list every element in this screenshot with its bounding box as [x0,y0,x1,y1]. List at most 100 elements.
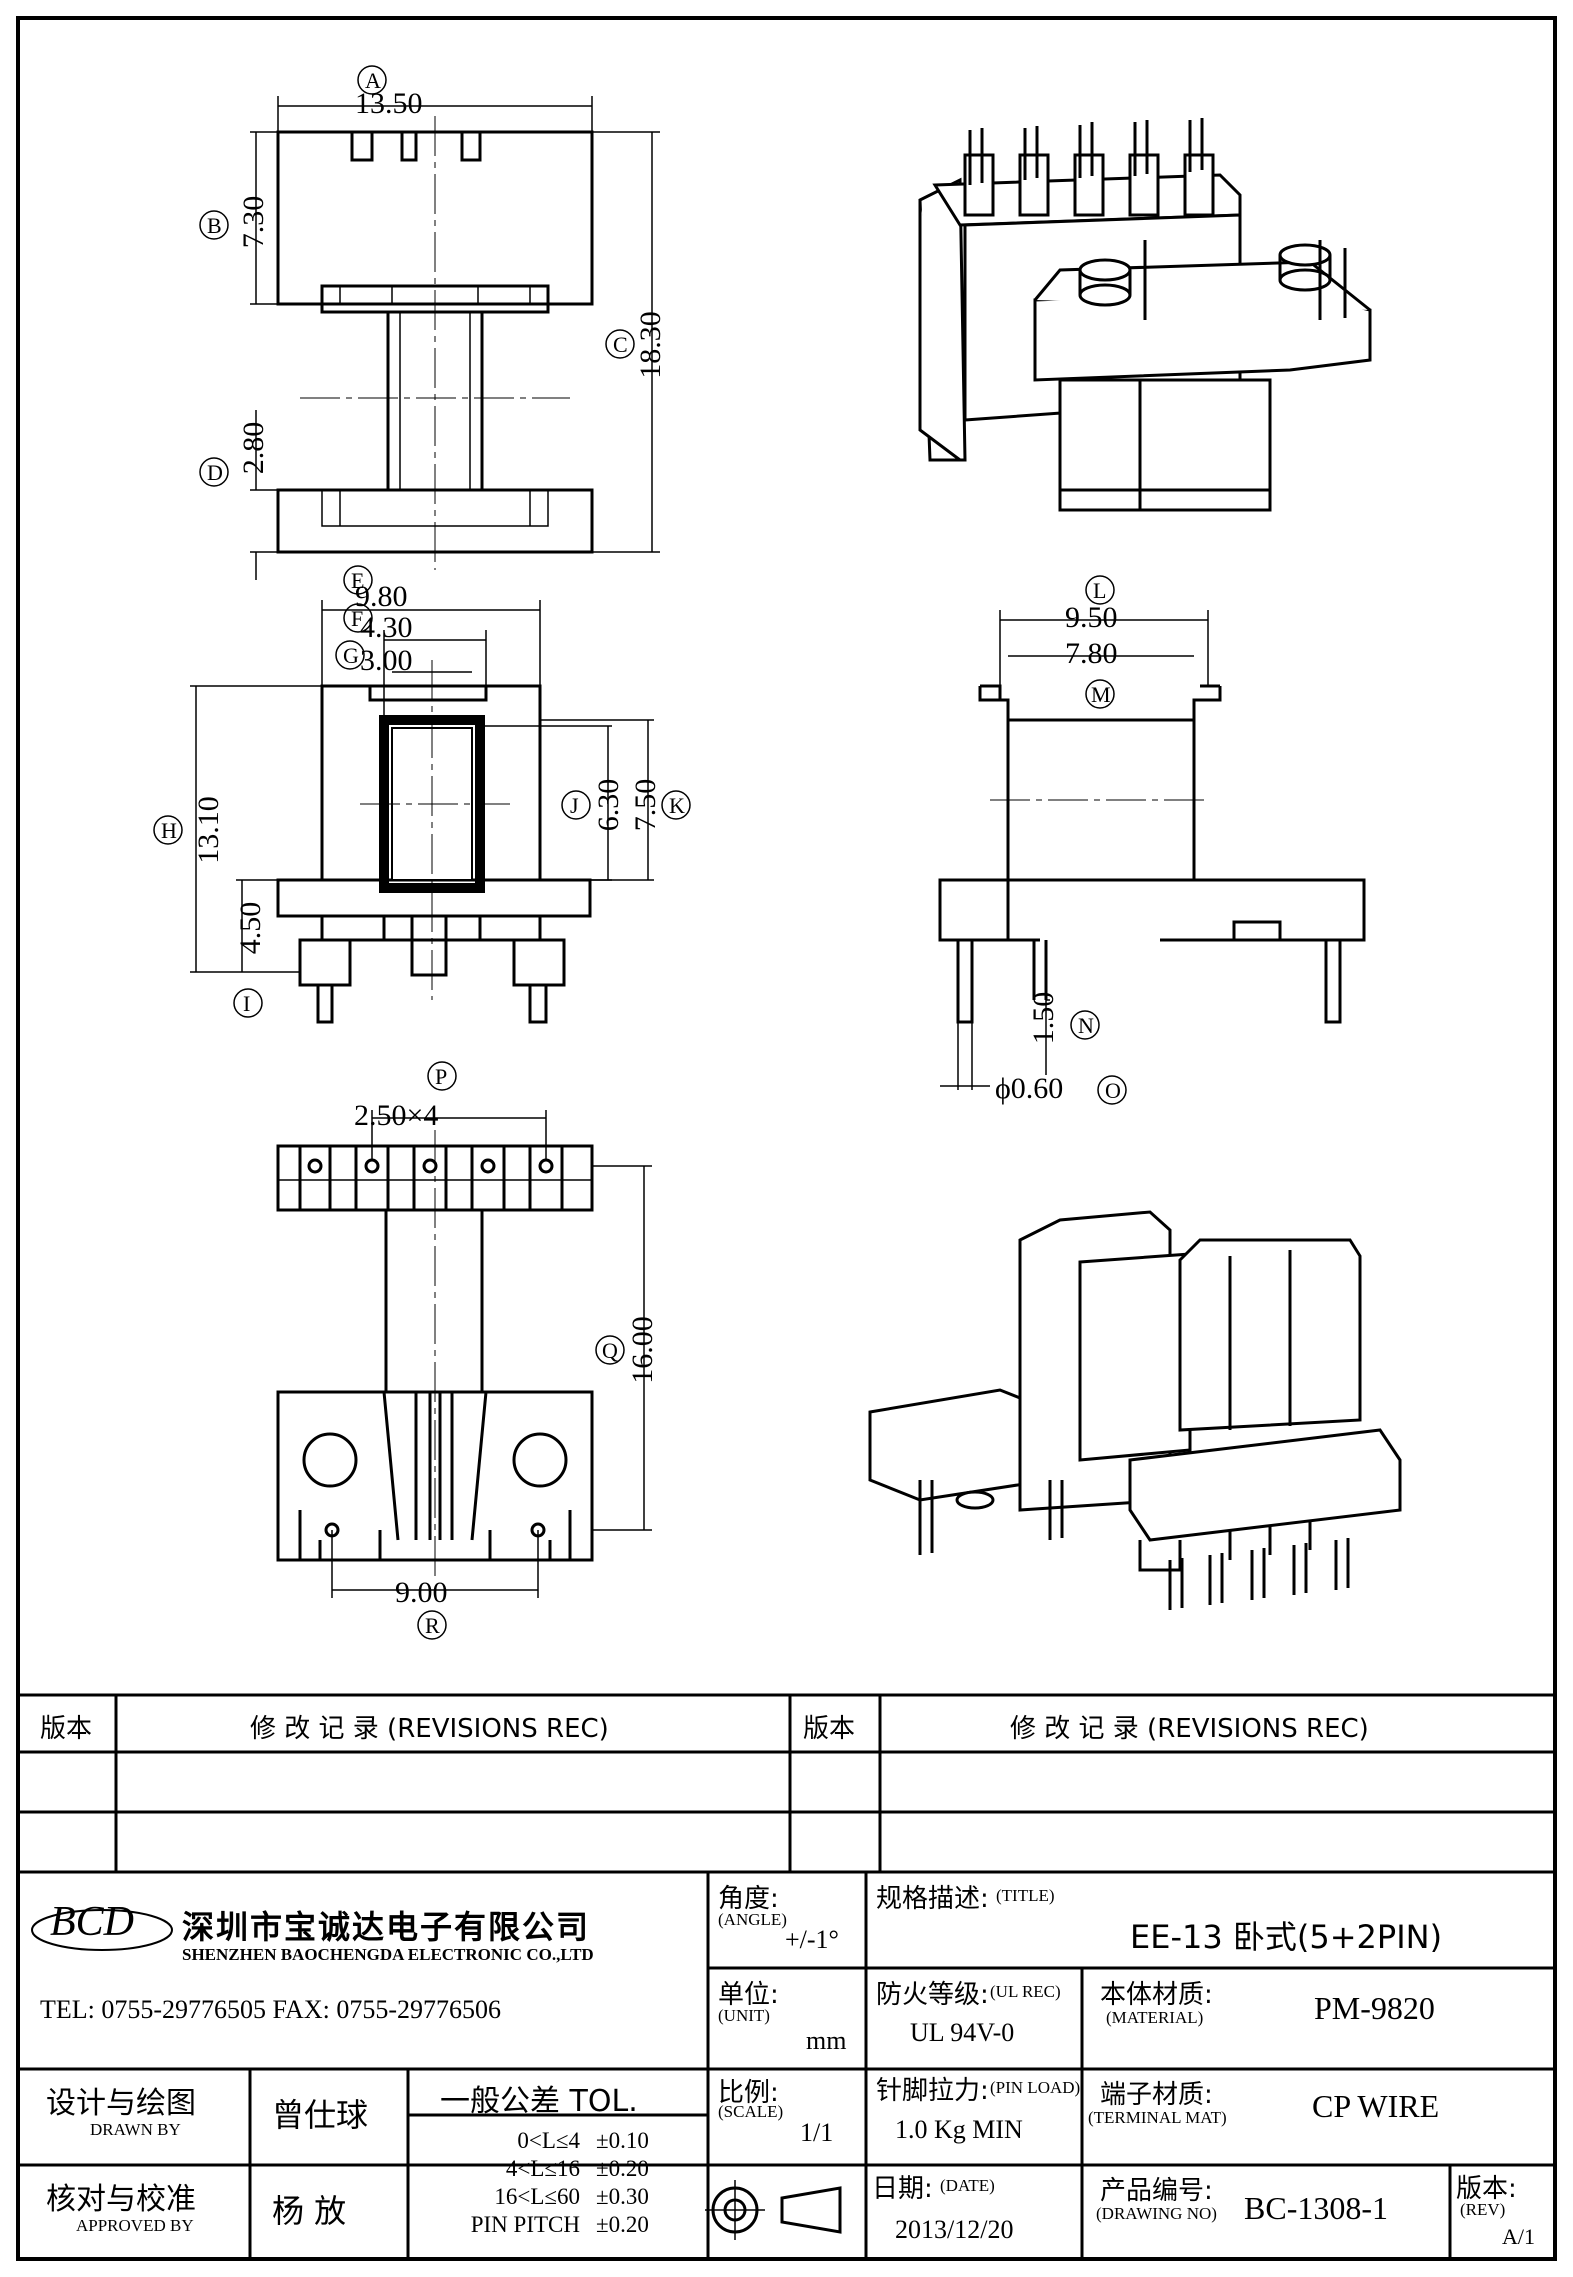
angle-value: +/-1° [785,1925,839,1954]
date-label-en: (DATE) [940,2176,995,2195]
dim-c: 18.30 [634,311,667,379]
title-value: EE-13 卧式(5+2PIN) [1130,1918,1443,1956]
front-view: 9.80 4.30 3.00 13.10 4.50 6.30 7.50 E F … [153,565,691,1024]
title-label: 规格描述: [876,1884,989,1914]
ul-label: 防火等级: [876,1980,989,2010]
approved-value: 杨 放 [272,2192,347,2230]
unit-value: mm [806,2026,847,2055]
drawing-no-label: 产品编号: [1100,2176,1213,2206]
ul-value: UL 94V-0 [910,2018,1015,2047]
label-e: E [351,568,364,593]
tol-range: 0<L≤4 [517,2128,580,2153]
terminal-value: CP WIRE [1312,2088,1440,2124]
label-p: P [435,1064,447,1089]
title-label-en: (TITLE) [996,1886,1055,1905]
projection-symbol [705,2180,842,2240]
iso-view-bottom [868,1210,1402,1610]
label-a: A [365,68,381,93]
label-l: L [1093,578,1106,603]
company-contact: TEL: 0755-29776505 FAX: 0755-29776506 [40,1995,501,2024]
approved-label-en: APPROVED BY [76,2216,194,2235]
label-i: I [243,991,250,1016]
label-c: C [613,332,628,357]
date-value: 2013/12/20 [895,2215,1014,2244]
tol-range: 16<L≤60 [494,2184,580,2209]
terminal-label-en: (TERMINAL MAT) [1088,2108,1227,2127]
rec-col-right: 修 改 记 录 (REVISIONS REC) [1010,1714,1369,1744]
dim-m: 7.80 [1065,637,1118,670]
dim-e: 9.80 [355,580,408,613]
tolerance-title: 一般公差 TOL. [440,2084,638,2119]
label-h: H [161,818,177,843]
rev-label-en: (REV) [1460,2200,1506,2219]
label-n: N [1078,1013,1094,1038]
pin-load-label: 针脚拉力: [876,2076,989,2106]
pin-load-label-en: (PIN LOAD) [990,2078,1081,2097]
tol-value: ±0.10 [596,2128,649,2153]
label-d: D [207,460,223,485]
label-f: F [351,606,363,631]
svg-text:BCD: BCD [50,1899,134,1945]
rev-value: A/1 [1502,2224,1535,2249]
rec-col-left: 修 改 记 录 (REVISIONS REC) [250,1714,609,1744]
dim-j: 6.30 [592,779,625,832]
dim-g: 3.00 [360,644,413,677]
dim-b: 7.30 [237,196,270,249]
label-g: G [343,643,359,668]
dim-o: ϕ0.60 [995,1072,1063,1105]
label-m: M [1091,682,1111,707]
dim-k: 7.50 [629,779,662,832]
dim-n: 1.50 [1027,992,1060,1045]
label-j: J [570,793,579,818]
ul-label-en: (UL REC) [990,1982,1061,2001]
drawn-label-en: DRAWN BY [90,2120,181,2139]
approved-label: 核对与校准 [46,2182,196,2217]
company-name-en: SHENZHEN BAOCHENGDA ELECTRONIC CO.,LTD [182,1945,594,1964]
material-label: 本体材质: [1100,1980,1213,2010]
dim-p: 2.50×4 [354,1099,438,1132]
dim-h: 13.10 [192,796,225,864]
scale-label-en: (SCALE) [718,2102,784,2121]
drawn-label: 设计与绘图 [46,2086,196,2121]
drawing-no-label-en: (DRAWING NO) [1096,2204,1217,2223]
company-name-cn: 深圳市宝诚达电子有限公司 [182,1908,591,1946]
dim-r: 9.00 [395,1576,448,1609]
tol-value: ±0.20 [596,2156,649,2181]
date-label: 日期: [872,2174,933,2204]
pin-load-value: 1.0 Kg MIN [895,2115,1023,2144]
label-o: O [1105,1078,1121,1103]
label-q: Q [602,1338,618,1363]
angle-label: 角度: [718,1884,779,1914]
bottom-view: 2.50×4 16.00 9.00 P Q R [276,1061,659,1640]
label-b: B [207,213,222,238]
material-value: PM-9820 [1314,1990,1435,2026]
dim-i: 4.50 [234,902,267,955]
tol-range: PIN PITCH [470,2212,580,2237]
drawn-value: 曾仕球 [272,2096,369,2134]
iso-view-top [918,118,1372,512]
angle-label-en: (ANGLE) [718,1910,787,1929]
unit-label: 单位: [718,1980,779,2010]
dim-q: 16.00 [626,1316,659,1384]
material-label-en: (MATERIAL) [1106,2008,1204,2027]
title-block-grid [18,1693,1555,2259]
label-r: R [425,1613,440,1638]
label-k: K [669,793,685,818]
company-logo: BCD [31,1899,173,1951]
terminal-label: 端子材质: [1100,2080,1213,2110]
tol-range: 4<L≤16 [505,2156,580,2181]
top-view: 13.50 7.30 18.30 2.80 A B C D [199,65,667,580]
dim-d: 2.80 [237,422,270,475]
rev-label: 版本: [1456,2174,1517,2204]
drawing-no-value: BC-1308-1 [1244,2190,1388,2226]
tol-value: ±0.30 [596,2184,649,2209]
rev-col-right: 版本 [803,1714,856,1744]
scale-label: 比例: [718,2078,779,2108]
dim-l: 9.50 [1065,601,1118,634]
rev-col-left: 版本 [40,1714,93,1744]
tol-value: ±0.20 [596,2212,649,2237]
drawing-frame [16,16,1557,2261]
scale-value: 1/1 [800,2118,834,2147]
side-view: 9.50 7.80 1.50 ϕ0.60 L M N O [938,575,1366,1105]
